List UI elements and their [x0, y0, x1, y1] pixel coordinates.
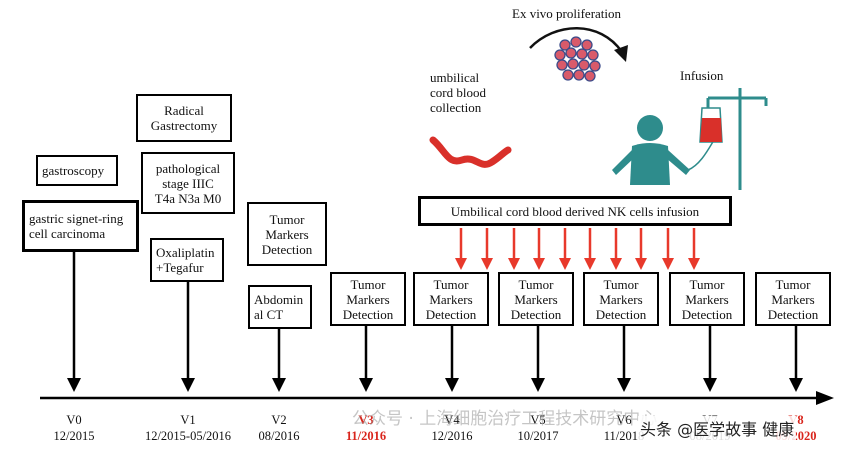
visit-code: V4 — [444, 413, 460, 427]
watermark-account: 公众号 · 上海细胞治疗工程技术研究中心 — [352, 409, 658, 429]
tumor-markers-v3-box: Tumor Markers Detection — [330, 272, 406, 326]
visit-label-v1: V1 12/2015-05/2016 — [123, 412, 253, 444]
visit-label-v5: V5 10/2017 — [473, 412, 603, 444]
visit-code: V3 — [358, 413, 374, 427]
visit-label-v2: V2 08/2016 — [214, 412, 344, 444]
visit-code: V0 — [66, 413, 82, 427]
carcinoma-label: gastric signet-ring cell carcinoma — [29, 211, 124, 241]
infusion-label: Infusion — [680, 68, 724, 83]
blood-bag-icon — [699, 107, 723, 143]
visit-label-v0: V0 12/2015 — [9, 412, 139, 444]
tumor-markers-v3-label: Tumor Markers Detection — [342, 276, 394, 322]
tumor-markers-v8-label: Tumor Markers Detection — [767, 276, 819, 322]
tumor-markers-v4-box: Tumor Markers Detection — [413, 272, 489, 326]
proliferation-curved-arrow — [529, 27, 628, 62]
visit-label-v6: V6 11/2018 — [559, 412, 689, 444]
tumor-markers-v7-box: Tumor Markers Detection — [669, 272, 745, 326]
visit-code: V6 — [616, 413, 632, 427]
visit-date: 12/2015-05/2016 — [144, 429, 232, 443]
tumor-markers-v2-label: Tumor Markers Detection — [261, 211, 313, 257]
watermark-source: 头条 @医学故事 健康 — [638, 416, 797, 440]
patient-icon — [612, 115, 690, 185]
visit-date: 11/2016 — [345, 429, 387, 443]
umbilical-collection-label: umbilical cord blood collection — [430, 70, 486, 115]
visit-code: V5 — [530, 413, 546, 427]
nk-cell-cluster-icon — [554, 36, 601, 82]
tumor-markers-v4-label: Tumor Markers Detection — [425, 276, 477, 322]
abdominal-ct-label: Abdomin al CT — [254, 292, 304, 322]
tumor-markers-v8-box: Tumor Markers Detection — [755, 272, 831, 326]
visit-date: 12/2016 — [431, 429, 473, 443]
visit-date: 11/2018 — [603, 429, 645, 443]
timeline-axis — [40, 391, 834, 405]
pathological-stage-label: pathological stage IIIC T4a N3a M0 — [154, 160, 222, 206]
oxaliplatin-label: Oxaliplatin +Tegafur — [156, 245, 215, 275]
visit-label-v3: V3 11/2016 — [301, 412, 431, 444]
tumor-markers-v6-box: Tumor Markers Detection — [583, 272, 659, 326]
nk-infusion-arrows — [455, 228, 700, 270]
visit-arrowheads — [67, 378, 803, 392]
visit-code: V2 — [271, 413, 287, 427]
gastroscopy-box: gastroscopy — [36, 155, 118, 186]
oxaliplatin-box: Oxaliplatin +Tegafur — [150, 238, 224, 282]
visit-date: 08/2016 — [258, 429, 300, 443]
radical-gastrectomy-label: Radical Gastrectomy — [150, 103, 218, 133]
tumor-markers-v6-label: Tumor Markers Detection — [595, 276, 647, 322]
carcinoma-box: gastric signet-ring cell carcinoma — [22, 200, 139, 252]
radical-gastrectomy-box: Radical Gastrectomy — [136, 94, 232, 142]
visit-arrows — [72, 252, 798, 382]
visit-date: 12/2015 — [53, 429, 95, 443]
tumor-markers-v5-label: Tumor Markers Detection — [510, 276, 562, 322]
visit-code: V1 — [180, 413, 196, 427]
pathological-stage-box: pathological stage IIIC T4a N3a M0 — [141, 152, 235, 214]
abdominal-ct-box: Abdomin al CT — [248, 285, 312, 329]
nk-infusion-box: Umbilical cord blood derived NK cells in… — [418, 196, 732, 226]
visit-date: 10/2017 — [517, 429, 559, 443]
iv-stand-icon — [706, 88, 768, 190]
gastroscopy-label: gastroscopy — [42, 163, 105, 178]
visit-label-v4: V4 12/2016 — [387, 412, 517, 444]
nk-infusion-label: Umbilical cord blood derived NK cells in… — [450, 203, 700, 219]
ex-vivo-label: Ex vivo proliferation — [512, 6, 622, 21]
tumor-markers-v7-label: Tumor Markers Detection — [681, 276, 733, 322]
tumor-markers-v5-box: Tumor Markers Detection — [498, 272, 574, 326]
iv-tube — [687, 139, 715, 171]
tumor-markers-v2-box: Tumor Markers Detection — [247, 202, 327, 266]
umbilical-cord-icon — [429, 136, 512, 168]
